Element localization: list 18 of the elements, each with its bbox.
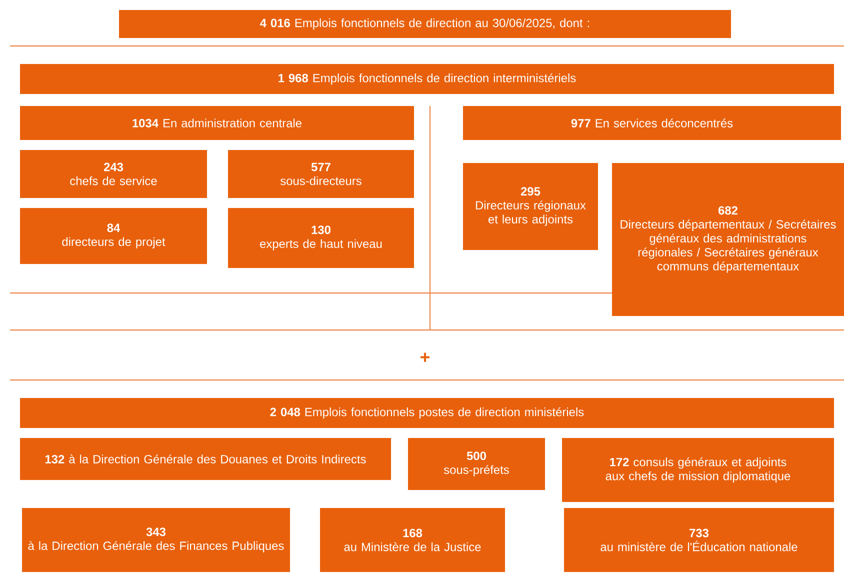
count-box: 500 sous-préfets [408, 438, 545, 490]
count-box: 130 experts de haut niveau [228, 208, 414, 268]
count-box: 343 à la Direction Générale des Finances Publiques [22, 508, 290, 572]
count-box: 168 au Ministère de la Justice [320, 508, 505, 572]
count-box: 977 En services déconcentrés [463, 106, 841, 140]
count-box: 243 chefs de service [20, 150, 207, 198]
count-box: 84 directeurs de projet [20, 208, 207, 264]
count-box: 4 016 Emplois fonctionnels de direction au 30/06/2025, dont : [119, 10, 731, 38]
count-box: 295 Directeurs régionaux et leurs adjoints [463, 163, 598, 250]
count-box: 577 sous-directeurs [228, 150, 414, 198]
count-box: 1034 En administration centrale [20, 106, 414, 140]
count-box: 733 au ministère de l'Éducation nationale [564, 508, 834, 572]
plus-sign: + [420, 352, 430, 362]
count-box: 132 à la Direction Générale des Douanes et Droits Indirects [20, 438, 391, 480]
count-box: 2 048 Emplois fonctionnels postes de direction ministériels [20, 398, 834, 428]
count-box: 682 Directeurs départementaux / Secrétaires généraux des administrations régionales / Secrétaires généraux communs départementaux [612, 163, 844, 316]
count-box: 172 consuls généraux et adjoints aux chefs de mission diplomatique [562, 438, 834, 502]
count-box: 1 968 Emplois fonctionnels de direction interministériels [20, 64, 834, 94]
